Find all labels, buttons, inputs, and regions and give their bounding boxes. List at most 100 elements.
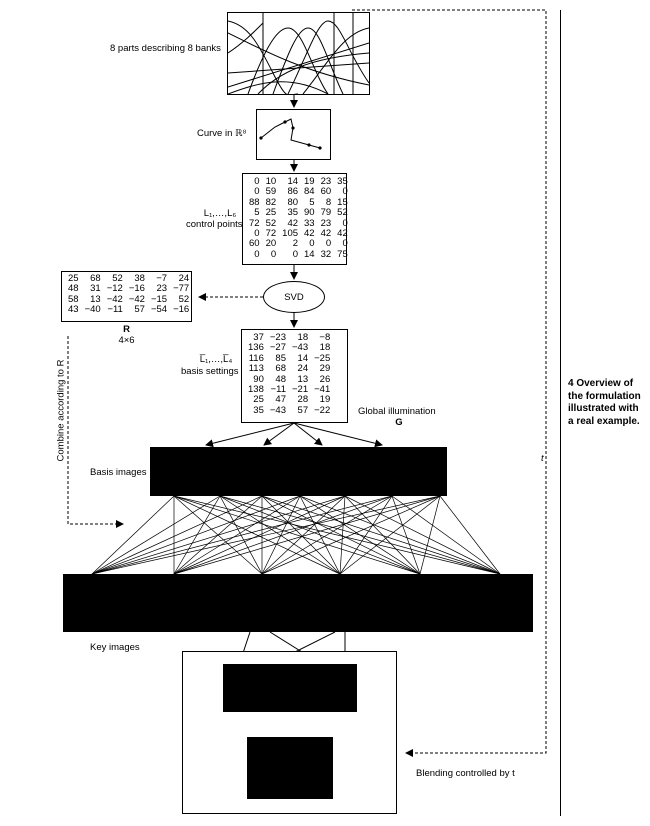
fan-line bbox=[261, 495, 421, 575]
control-points-cell: 52 bbox=[337, 207, 348, 219]
basis-images bbox=[150, 447, 447, 496]
r-matrix-cell: 48 bbox=[68, 283, 79, 295]
control-points-cell: 19 bbox=[304, 176, 315, 187]
basis-settings-cell: 13 bbox=[297, 373, 309, 385]
fan-line bbox=[261, 495, 441, 575]
fan-line bbox=[299, 495, 501, 575]
fan-line bbox=[91, 495, 263, 575]
r-matrix-cell: 52 bbox=[112, 273, 123, 284]
fan-line bbox=[173, 495, 393, 575]
basis-settings-cell: 28 bbox=[297, 394, 309, 406]
r-matrix-cell: 43 bbox=[68, 304, 79, 316]
control-points-cell: 42 bbox=[304, 228, 315, 240]
r-matrix-cell: −42 bbox=[106, 293, 123, 305]
fan-line bbox=[261, 495, 301, 575]
basis-images-label: Basis images bbox=[90, 467, 147, 478]
r-matrix-cell: 23 bbox=[156, 283, 168, 295]
basis-settings-cell: −8 bbox=[319, 332, 331, 343]
r-matrix-cell: −42 bbox=[128, 293, 145, 305]
control-points-cell: 14 bbox=[304, 248, 315, 260]
arrow-basis-to-image-1 bbox=[205, 422, 295, 448]
parts-box bbox=[227, 12, 370, 96]
control-points-cell: 0 bbox=[309, 238, 315, 250]
curve-box bbox=[256, 109, 331, 160]
r-matrix-cell: −40 bbox=[84, 304, 101, 316]
basis-settings-cell: 35 bbox=[253, 404, 264, 416]
r-matrix-cell: 57 bbox=[134, 304, 145, 316]
fan-line bbox=[344, 495, 421, 575]
control-points-cell: 10 bbox=[265, 176, 277, 187]
control-points-cell: 23 bbox=[320, 217, 332, 229]
control-points-cell: 75 bbox=[337, 248, 348, 260]
control-points-cell: 0 bbox=[325, 238, 332, 250]
basis-settings-cell: 138 bbox=[248, 384, 264, 396]
basis-settings-cell: −43 bbox=[269, 404, 286, 416]
basis-settings-cell: 68 bbox=[275, 363, 286, 375]
basis-settings-cell: 25 bbox=[253, 394, 264, 406]
basis-settings-cell: 24 bbox=[297, 363, 309, 375]
control-points-cell: 0 bbox=[270, 248, 277, 260]
key-images-label: Key images bbox=[90, 642, 140, 653]
control-points-cell: 0 bbox=[342, 186, 348, 198]
fan-line bbox=[173, 495, 346, 575]
r-dimension: 4×6 bbox=[118, 335, 135, 346]
basis-settings-cell: 29 bbox=[319, 363, 331, 375]
fan-line bbox=[91, 495, 221, 575]
control-points-cell: 0 bbox=[254, 228, 260, 240]
control-points-cell: 42 bbox=[337, 228, 348, 240]
key-images bbox=[63, 574, 533, 632]
fan-line bbox=[439, 495, 501, 575]
basis-settings-cell: 85 bbox=[275, 352, 286, 364]
basis-settings-cell: 57 bbox=[297, 404, 309, 416]
r-matrix-cell: 52 bbox=[178, 293, 190, 305]
control-points-cell: 35 bbox=[337, 176, 348, 187]
control-points-cell: 42 bbox=[320, 228, 332, 240]
control-points-cell: 79 bbox=[320, 207, 332, 219]
basis-settings-cell: 19 bbox=[319, 394, 331, 406]
basis-settings-cell: −23 bbox=[269, 332, 286, 343]
basis-settings-row: 138−11−21−41 bbox=[242, 384, 330, 396]
arrow-basis-to-image-3 bbox=[293, 422, 323, 446]
basis-settings-cell: 14 bbox=[297, 352, 309, 364]
control-points-cell: 2 bbox=[292, 238, 299, 250]
r-matrix-cell: 24 bbox=[178, 273, 190, 284]
control-points-cell: 0 bbox=[292, 248, 299, 260]
basis-settings-cell: −22 bbox=[314, 404, 331, 416]
control-points-cell: 105 bbox=[282, 228, 299, 240]
r-matrix-cell: 58 bbox=[68, 293, 79, 305]
curve-plot bbox=[259, 118, 322, 150]
control-points-cell: 59 bbox=[265, 186, 277, 198]
control-points-cell: 0 bbox=[254, 248, 260, 260]
fan-line bbox=[299, 495, 421, 575]
control-points-vars: L₁,…,L₆ bbox=[203, 208, 237, 219]
fan-line bbox=[173, 495, 341, 575]
control-points-cell: 0 bbox=[254, 186, 260, 198]
basis-vars: L̅₁,…,L̅₄ bbox=[199, 354, 233, 365]
blended-images bbox=[223, 664, 357, 712]
caption-line-4: a real example. bbox=[568, 415, 640, 427]
basis-settings-cell: 18 bbox=[297, 332, 309, 343]
fan-line bbox=[419, 495, 441, 575]
control-points-cell: 84 bbox=[304, 186, 315, 198]
control-points-cell: 52 bbox=[265, 217, 277, 229]
control-points-cell: 23 bbox=[320, 176, 332, 187]
t-symbol: t bbox=[541, 453, 544, 464]
global-illumination-name: G bbox=[395, 417, 403, 428]
basis-settings-row: 35 −43 57 −22 bbox=[242, 404, 331, 416]
r-matrix-cell: −54 bbox=[150, 304, 168, 316]
final-image bbox=[247, 737, 333, 799]
r-matrix-cell: −12 bbox=[106, 283, 123, 295]
arrow-basis-to-image-2 bbox=[263, 422, 295, 446]
control-points-cell: 25 bbox=[265, 207, 277, 219]
basis-settings-label: basis settings bbox=[181, 366, 239, 377]
basis-settings-cell: −25 bbox=[314, 352, 331, 364]
r-name: R bbox=[123, 324, 130, 335]
